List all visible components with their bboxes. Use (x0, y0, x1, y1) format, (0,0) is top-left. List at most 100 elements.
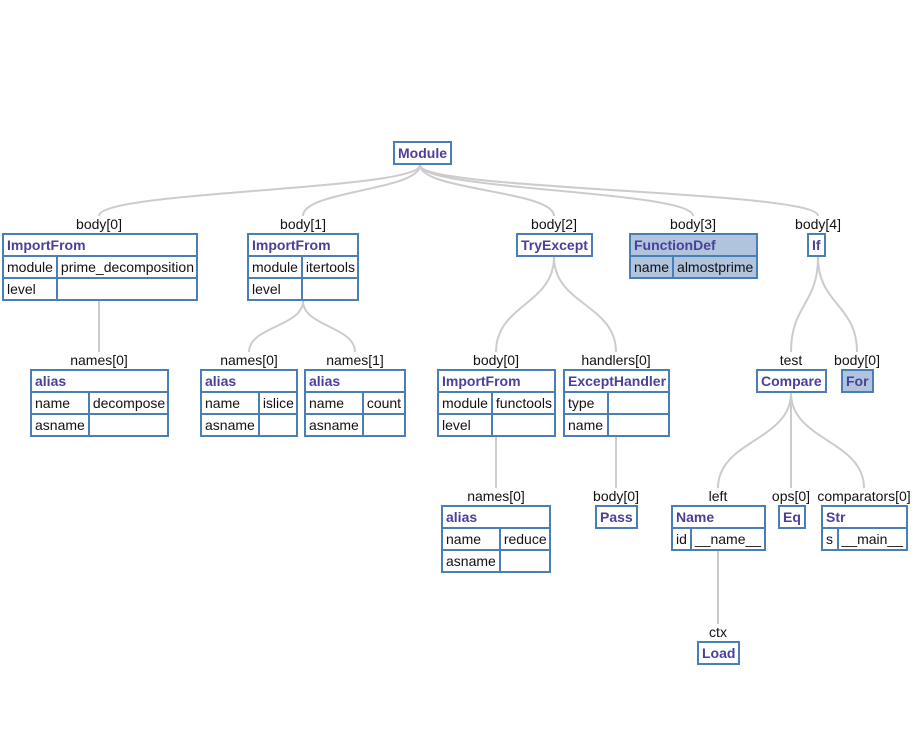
attr-key: level (439, 413, 492, 435)
node-title: ImportFrom (249, 235, 357, 257)
edge-label-body0: body[0] (473, 352, 519, 368)
edge-module-if (419, 164, 819, 217)
edge-module-tryexcept (419, 164, 555, 217)
edge-importfrom2-alias_count (302, 300, 356, 353)
edge-label-names1: names[1] (326, 352, 384, 368)
node-title: Load (702, 645, 736, 661)
edge-label-left: left (708, 488, 728, 504)
node-alias-count[interactable]: alias name count asname (304, 369, 406, 437)
node-title: alias (32, 371, 167, 393)
attr-key: level (4, 277, 57, 299)
attr-value: almostprime (672, 257, 757, 277)
node-alias-decompose[interactable]: alias name decompose asname (30, 369, 169, 437)
node-title: Pass (600, 509, 633, 525)
edge-compare-str (790, 392, 865, 489)
node-module[interactable]: Module (393, 141, 452, 165)
node-title: FunctionDef (631, 235, 756, 257)
attribute-table: type name (565, 393, 668, 435)
node-excepthandler[interactable]: ExceptHandler type name (563, 369, 670, 437)
node-title: ImportFrom (4, 235, 196, 257)
attr-key: name (309, 395, 345, 411)
node-name[interactable]: Name id__name__ (671, 505, 766, 551)
edge-label-names0: names[0] (467, 488, 525, 504)
attr-value (490, 413, 555, 435)
attr-value: reduce (498, 529, 550, 550)
edge-label-body2: body[2] (531, 216, 577, 232)
node-for[interactable]: For (841, 369, 874, 393)
node-title: alias (202, 371, 296, 393)
attribute-table: name count asname (306, 393, 405, 435)
attr-value: decompose (87, 393, 169, 414)
attr-value (607, 393, 668, 414)
node-title: ExceptHandler (565, 371, 668, 393)
attr-value: islice (257, 393, 297, 414)
node-eq[interactable]: Eq (778, 505, 806, 529)
node-if[interactable]: If (807, 233, 826, 257)
edge-label-body1: body[1] (280, 216, 326, 232)
edge-label-body0: body[0] (76, 216, 122, 232)
node-title: alias (443, 507, 549, 529)
attr-value: itertools (300, 257, 358, 278)
node-compare[interactable]: Compare (756, 369, 827, 393)
node-tryexcept[interactable]: TryExcept (516, 233, 593, 257)
attr-key: module (442, 395, 488, 411)
node-str[interactable]: Str s__main__ (821, 505, 908, 551)
node-pass[interactable]: Pass (595, 505, 638, 529)
edge-label-ctx: ctx (709, 624, 727, 640)
attr-key: level (249, 277, 302, 299)
attr-key: name (565, 413, 608, 435)
edge-label-test: test (779, 352, 803, 368)
node-title: Compare (761, 373, 822, 389)
edge-label-names0: names[0] (70, 352, 128, 368)
attr-value: functools (490, 393, 555, 414)
node-title: TryExcept (521, 237, 588, 253)
edge-label-names0: names[0] (220, 352, 278, 368)
attr-value (257, 413, 297, 435)
attr-value: count (361, 393, 405, 414)
attribute-table: name decompose asname (32, 393, 169, 435)
attribute-table: id__name__ (673, 529, 765, 549)
attr-key: type (568, 395, 595, 411)
node-load[interactable]: Load (697, 641, 741, 665)
edge-module-functiondef (419, 164, 694, 217)
edge-if-for (817, 256, 858, 353)
node-title: alias (306, 371, 404, 393)
attr-key: asname (32, 413, 89, 435)
edge-if-compare (790, 256, 819, 353)
attr-value (300, 277, 358, 299)
node-title: Name (673, 507, 764, 529)
attr-key: name (35, 395, 71, 411)
attribute-table: s__main__ (823, 529, 906, 549)
edge-module-importfrom2 (302, 164, 421, 217)
attr-value (55, 277, 197, 299)
attr-value: __main__ (836, 529, 906, 549)
attr-key: id (676, 531, 687, 547)
node-title: Eq (783, 509, 801, 525)
attr-key: asname (306, 413, 363, 435)
edge-label-body4: body[4] (795, 216, 841, 232)
attr-key: s (826, 531, 833, 547)
node-title: Module (398, 145, 447, 161)
attr-value (498, 549, 550, 571)
node-title: If (812, 237, 821, 253)
edge-tryexcept-importfrom3 (495, 256, 555, 353)
edge-label-ops0: ops[0] (771, 488, 811, 504)
node-title: For (846, 373, 869, 389)
node-title: Str (823, 507, 906, 529)
attr-key: name (205, 395, 241, 411)
attr-value (607, 413, 668, 435)
attr-value (87, 413, 169, 435)
edge-label-comparators0: comparators[0] (817, 488, 911, 504)
edge-label-body0: body[0] (593, 488, 639, 504)
node-title: ImportFrom (439, 371, 554, 393)
